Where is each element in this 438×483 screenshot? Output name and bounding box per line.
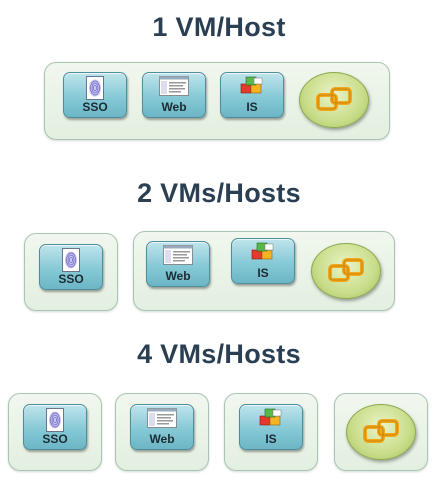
sso-tile: SSO [63,72,127,118]
section-2-title: 2 VMs/Hosts [137,178,301,208]
web-client-screen-icon [147,408,177,433]
fingerprint-icon [62,248,80,277]
host-box-3a: SSO [8,393,102,471]
host-box-1: SSO Web IS [44,62,390,140]
inventory-blocks-icon [251,242,275,269]
web-label: Web [161,100,187,114]
sso-tile: SSO [39,244,103,290]
section-1-title: 1 VM/Host [152,12,286,42]
host-box-2a: SSO [24,233,118,311]
is-label: IS [246,100,258,114]
vcenter-logo-icon [299,72,369,128]
host-box-3d [334,393,428,471]
is-label: IS [257,266,269,280]
sso-label: SSO [82,100,108,114]
web-tile: Web [130,404,194,450]
sso-tile: SSO [23,404,87,450]
vcenter-logo-icon [311,243,381,299]
host-box-2b: Web IS [133,231,395,311]
fingerprint-icon [46,408,64,437]
web-tile: Web [146,241,210,287]
is-tile: IS [239,404,303,450]
is-label: IS [265,432,277,446]
sso-label: SSO [58,272,84,286]
web-tile: Web [142,72,206,118]
vcenter-logo-icon [346,404,416,460]
section-3-title: 4 VMs/Hosts [137,339,301,369]
sso-label: SSO [42,432,68,446]
web-label: Web [149,432,175,446]
host-box-3b: Web [115,393,209,471]
web-client-screen-icon [159,76,189,101]
is-tile: IS [231,238,295,284]
fingerprint-icon [86,76,104,105]
web-label: Web [165,269,191,283]
host-box-3c: IS [224,393,318,471]
inventory-blocks-icon [259,408,283,435]
web-client-screen-icon [163,245,193,270]
inventory-blocks-icon [240,76,264,103]
is-tile: IS [220,72,284,118]
